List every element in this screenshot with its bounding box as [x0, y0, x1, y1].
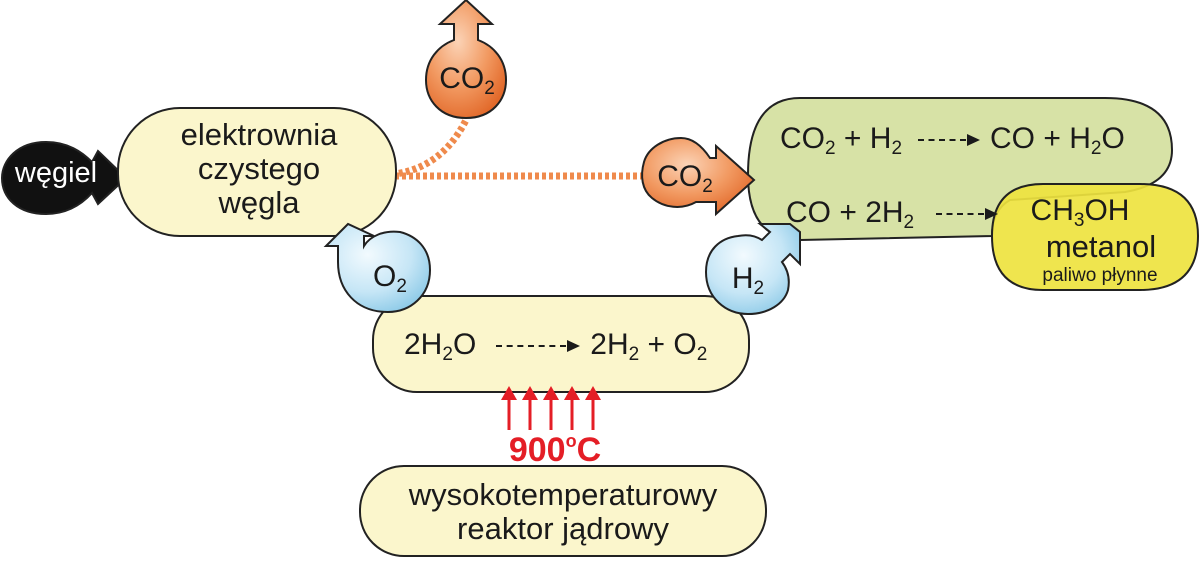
coal-node — [0, 140, 128, 216]
co2-capture-label: CO2 — [657, 160, 713, 197]
temperature-label: 900oC — [508, 431, 602, 469]
methanol-formula: CH3OH — [1030, 194, 1130, 231]
co2-release-drop — [424, 0, 508, 120]
reaction-arrow — [496, 340, 581, 353]
water-split-node — [372, 295, 750, 393]
reactor-node — [359, 465, 767, 557]
o2-drop — [323, 222, 432, 314]
reactor-label: wysokotemperaturowy reaktor jądrowy — [368, 477, 758, 547]
reaction-arrow — [918, 134, 981, 147]
methanol-name: metanol — [1045, 229, 1157, 264]
synthesis-reaction-2: CO + 2H2 — [786, 196, 1026, 232]
power-plant-line2: czystego — [197, 151, 321, 187]
heat-arrows — [501, 386, 601, 430]
power-plant-label: elektrownia czystego węgla — [130, 117, 388, 221]
reactor-line2: reaktor jądrowy — [457, 511, 669, 547]
o2-label: O2 — [373, 260, 407, 297]
methanol-note: paliwo płynne — [1042, 265, 1158, 286]
co2-release-label: CO2 — [439, 62, 495, 99]
power-plant-line3: węgla — [218, 185, 300, 221]
h2-drop — [704, 223, 801, 316]
reactor-line1: wysokotemperaturowy — [408, 477, 718, 512]
coal-label: węgiel — [14, 157, 98, 189]
co2-release-pipe — [384, 118, 470, 179]
power-plant-node — [117, 107, 397, 237]
co2-capture-drop — [641, 136, 756, 217]
h2-label: H2 — [731, 262, 765, 299]
power-plant-line1: elektrownia — [180, 117, 338, 152]
reaction-arrow — [936, 208, 999, 221]
